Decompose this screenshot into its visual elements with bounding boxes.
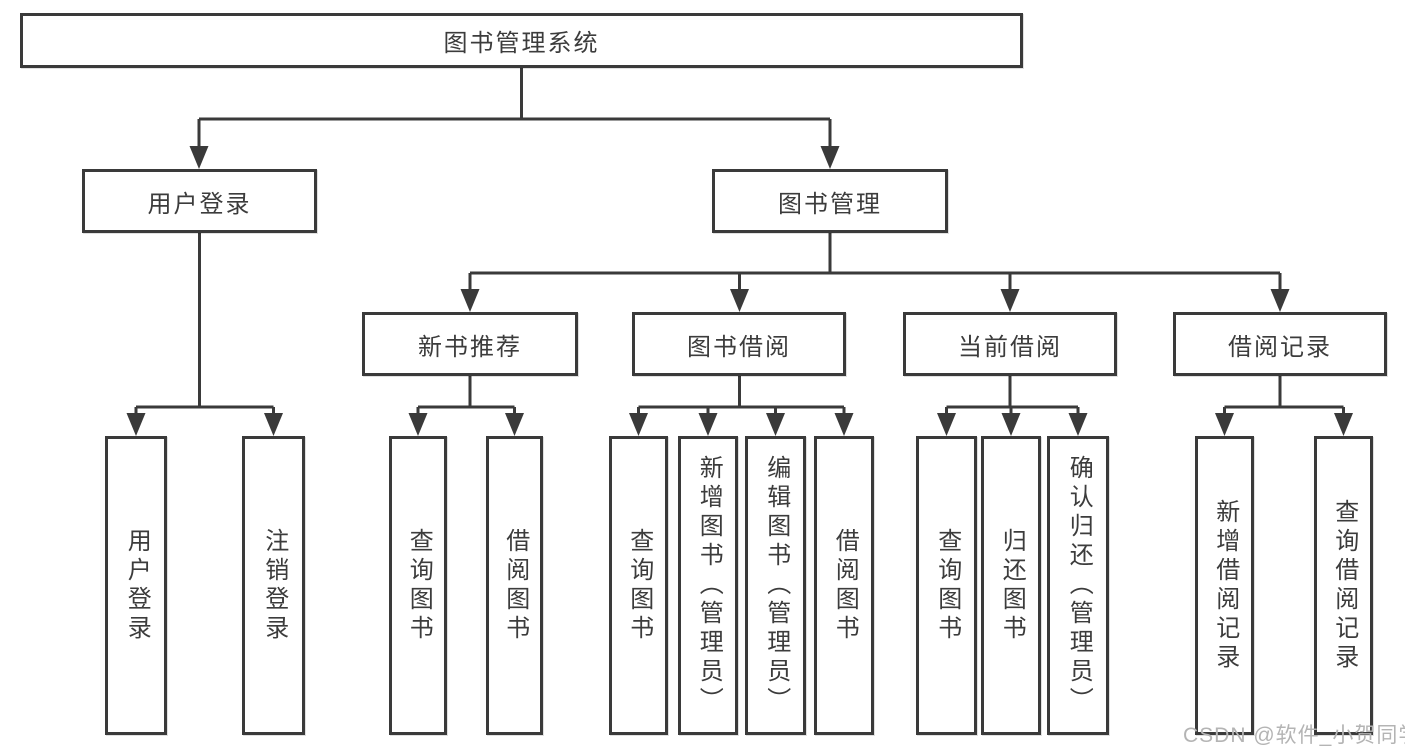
- leaf-confirm-return-admin-label: 确认归还（管理员）: [1065, 455, 1093, 716]
- leaf-add-book-admin: 新增图书（管理员）: [678, 436, 738, 735]
- leaf-query-book-recommend: 查询图书: [389, 436, 447, 735]
- leaf-logout-login-label: 注销登录: [260, 527, 288, 644]
- leaf-query-book-recommend-label: 查询图书: [405, 527, 433, 644]
- node-book-borrow-label: 图书借阅: [687, 333, 791, 361]
- node-root-label: 图书管理系统: [443, 30, 600, 57]
- arrow-down-icon: [1001, 413, 1021, 436]
- node-user-login-label: 用户登录: [147, 190, 252, 218]
- leaf-query-book-current-label: 查询图书: [933, 527, 961, 644]
- node-new-book-recommend: 新书推荐: [362, 312, 578, 376]
- arrow-down-icon: [408, 413, 428, 436]
- node-book-management-label: 图书管理: [778, 190, 882, 218]
- arrow-down-icon: [264, 413, 283, 436]
- node-current-borrow: 当前借阅: [903, 312, 1117, 376]
- arrow-down-icon: [629, 413, 648, 436]
- leaf-edit-book-admin: 编辑图书（管理员）: [745, 436, 806, 735]
- node-new-book-recommend-label: 新书推荐: [418, 333, 522, 361]
- leaf-borrow-book-borrow: 借阅图书: [814, 436, 874, 735]
- leaf-user-login: 用户登录: [105, 436, 167, 735]
- arrowheads: [126, 146, 1353, 436]
- arrow-down-icon: [1334, 413, 1353, 436]
- node-book-borrow: 图书借阅: [632, 312, 846, 376]
- csdn-watermark: CSDN @软件_小贺同学: [1183, 724, 1405, 747]
- leaf-borrow-book-recommend: 借阅图书: [486, 436, 543, 735]
- node-book-management: 图书管理: [712, 169, 948, 233]
- arrow-down-icon: [505, 413, 524, 436]
- leaf-logout-login: 注销登录: [242, 436, 305, 735]
- leaf-edit-book-admin-label: 编辑图书（管理员）: [762, 455, 790, 716]
- leaf-add-borrow-record-label: 新增借阅记录: [1211, 498, 1239, 673]
- leaf-query-book-borrow-label: 查询图书: [625, 527, 653, 644]
- arrow-down-icon: [820, 146, 840, 169]
- leaf-borrow-book-borrow-label: 借阅图书: [831, 527, 859, 644]
- arrow-down-icon: [937, 413, 956, 436]
- leaf-query-borrow-record-label: 查询借阅记录: [1330, 498, 1358, 673]
- arrow-down-icon: [1068, 413, 1088, 436]
- leaf-add-borrow-record: 新增借阅记录: [1195, 436, 1254, 735]
- leaf-query-borrow-record: 查询借阅记录: [1314, 436, 1373, 735]
- arrow-down-icon: [1000, 289, 1020, 312]
- node-current-borrow-label: 当前借阅: [958, 333, 1062, 361]
- arrow-down-icon: [698, 413, 718, 436]
- leaf-borrow-book-recommend-label: 借阅图书: [501, 527, 529, 644]
- node-root: 图书管理系统: [20, 13, 1023, 68]
- node-borrow-record: 借阅记录: [1173, 312, 1387, 376]
- node-borrow-record-label: 借阅记录: [1228, 333, 1332, 361]
- arrow-down-icon: [1215, 413, 1234, 436]
- leaf-return-book: 归还图书: [981, 436, 1041, 735]
- arrow-down-icon: [766, 413, 785, 436]
- leaf-query-book-borrow: 查询图书: [609, 436, 668, 735]
- arrow-down-icon: [189, 146, 209, 169]
- leaf-add-book-admin-label: 新增图书（管理员）: [695, 455, 723, 716]
- arrow-down-icon: [1270, 289, 1290, 312]
- leaf-user-login-label: 用户登录: [123, 527, 151, 644]
- arrow-down-icon: [730, 289, 749, 312]
- leaf-confirm-return-admin: 确认归还（管理员）: [1047, 436, 1109, 735]
- leaf-query-book-current: 查询图书: [916, 436, 977, 735]
- leaf-return-book-label: 归还图书: [998, 527, 1026, 644]
- arrow-down-icon: [834, 413, 854, 436]
- node-user-login: 用户登录: [82, 169, 317, 233]
- arrow-down-icon: [126, 413, 146, 436]
- arrow-down-icon: [460, 289, 480, 312]
